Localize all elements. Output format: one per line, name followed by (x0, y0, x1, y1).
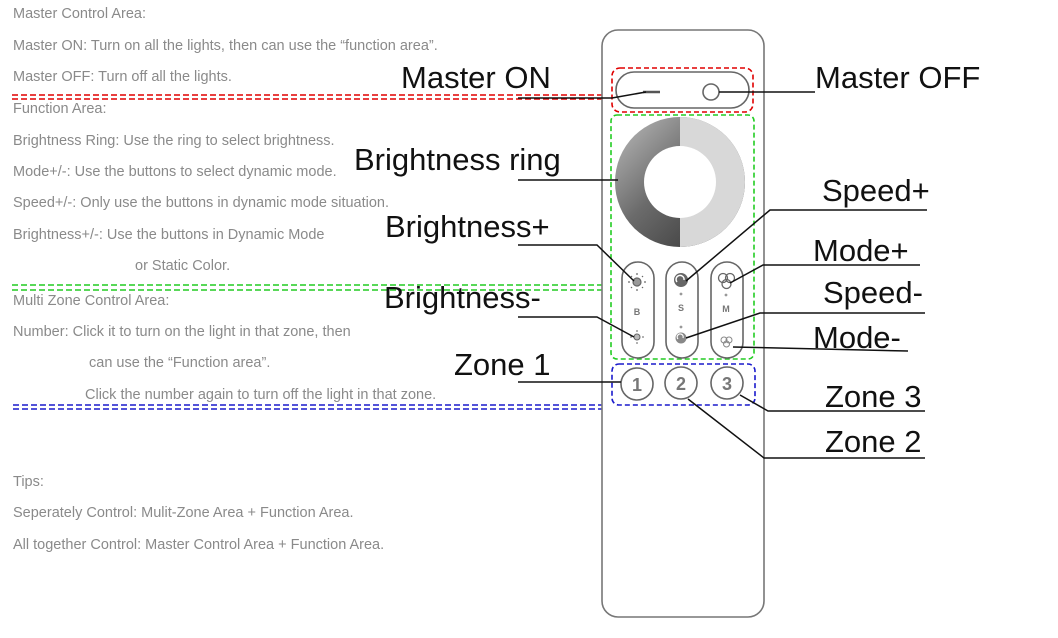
tip-separate-control: Seperately Control: Mulit-Zone Area + Fu… (13, 505, 354, 521)
zone-area-box (611, 363, 756, 406)
zone-3-button[interactable] (710, 366, 744, 400)
leader-brightness-minus (518, 316, 635, 338)
function-area-title: Function Area: (13, 101, 107, 117)
mode-description: Mode+/-: Use the buttons to select dynam… (13, 164, 337, 180)
callout-mode-plus: Mode+ (813, 233, 909, 268)
zone-1-button[interactable] (620, 367, 654, 401)
master-off-description: Master OFF: Turn off all the lights. (13, 69, 232, 85)
callout-zone-3: Zone 3 (825, 379, 922, 414)
brightness-ring-center (644, 146, 716, 218)
multi-zone-title: Multi Zone Control Area: (13, 293, 170, 309)
leader-mode-plus (729, 264, 920, 284)
brightness-letter: B (634, 307, 641, 317)
speed-plus-icon[interactable] (674, 273, 688, 287)
function-area-box (610, 114, 755, 360)
zone-3-number: 3 (722, 374, 732, 394)
callout-zone-2: Zone 2 (825, 424, 922, 459)
speed-letter: S (678, 303, 684, 313)
function-area-separator (12, 284, 613, 291)
master-area-separator (12, 94, 615, 100)
speed-button-pill (665, 261, 699, 359)
callout-master-on: Master ON (401, 60, 551, 95)
number-description-off: Click the number again to turn off the l… (85, 387, 437, 403)
mode-plus-icon[interactable] (717, 272, 736, 290)
master-button-pill[interactable] (615, 71, 750, 109)
zone-1-number: 1 (632, 375, 642, 395)
brightness-ring-description: Brightness Ring: Use the ring to select … (13, 133, 335, 149)
leader-brightness-plus (518, 244, 635, 282)
leader-lines (518, 91, 927, 459)
master-control-title: Master Control Area: (13, 6, 146, 22)
speed-description: Speed+/-: Only use the buttons in dynami… (13, 195, 390, 211)
zone-area-separator (13, 404, 620, 410)
callout-zone-1: Zone 1 (454, 347, 551, 382)
callout-brightness-minus: Brightness- (384, 280, 541, 315)
mode-minus-icon[interactable] (720, 336, 733, 348)
zone-2-button[interactable] (664, 366, 698, 400)
leader-mode-minus (732, 346, 909, 352)
mode-dot-icon (724, 293, 728, 297)
leader-zone-2 (687, 398, 925, 459)
brightness-plus-sun-icon[interactable] (628, 273, 646, 291)
callout-brightness-ring: Brightness ring (354, 142, 561, 177)
leader-zone-3 (739, 394, 925, 412)
brightness-buttons-description: Brightness+/-: Use the buttons in Dynami… (13, 227, 325, 243)
callout-speed-minus: Speed- (823, 275, 923, 310)
leader-speed-minus (685, 312, 925, 339)
tips-title: Tips: (13, 474, 44, 490)
callout-brightness-plus: Brightness+ (385, 209, 550, 244)
callout-mode-minus: Mode- (813, 320, 901, 355)
mode-button-pill (710, 261, 744, 359)
brightness-buttons-description-cont: or Static Color. (135, 258, 231, 274)
number-description: Number: Click it to turn on the light in… (13, 324, 351, 340)
speed-minus-icon[interactable] (675, 332, 687, 344)
master-control-area-box (611, 67, 754, 113)
master-on-description: Master ON: Turn on all the lights, then … (13, 38, 438, 54)
mode-letter: M (722, 304, 730, 314)
zone-2-number: 2 (676, 374, 686, 394)
callout-speed-plus: Speed+ (822, 173, 930, 208)
callout-master-off: Master OFF (815, 60, 981, 95)
speed-dot-icon-2 (679, 325, 683, 329)
tip-together-control: All together Control: Master Control Are… (13, 537, 385, 553)
number-description-cont: can use the “Function area”. (89, 355, 271, 371)
speed-dot-icon (679, 292, 683, 296)
leader-speed-plus (685, 209, 927, 282)
leader-master-on (518, 91, 647, 99)
